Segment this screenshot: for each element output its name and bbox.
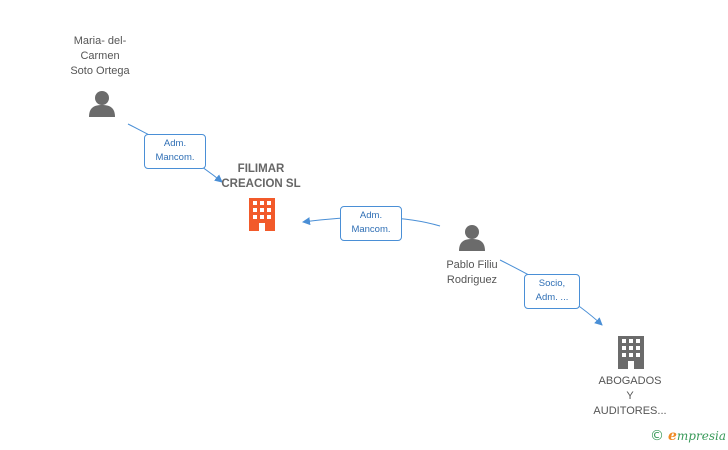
building-icon[interactable] [618,336,644,369]
node-label-filimar[interactable]: FILIMAR CREACION SL [221,163,301,190]
edge-label-maria-filimar: Adm. Mancom. [144,134,206,169]
node-label-pablo[interactable]: Pablo Filiu Rodriguez [446,259,498,286]
building-icon[interactable] [249,198,275,231]
empresia-logo: ©empresia [650,428,726,444]
node-label-abogados[interactable]: ABOGADOS Y AUDITORES... [593,375,667,417]
edge-label-pablo-abogados: Socio, Adm. ... [524,274,580,309]
edge-label-pablo-filimar: Adm. Mancom. [340,206,402,241]
person-icon[interactable] [459,225,485,251]
person-icon[interactable] [89,91,115,117]
copyright-icon: © [650,428,664,444]
node-label-maria[interactable]: Maria- del- Carmen Soto Ortega [70,35,130,77]
